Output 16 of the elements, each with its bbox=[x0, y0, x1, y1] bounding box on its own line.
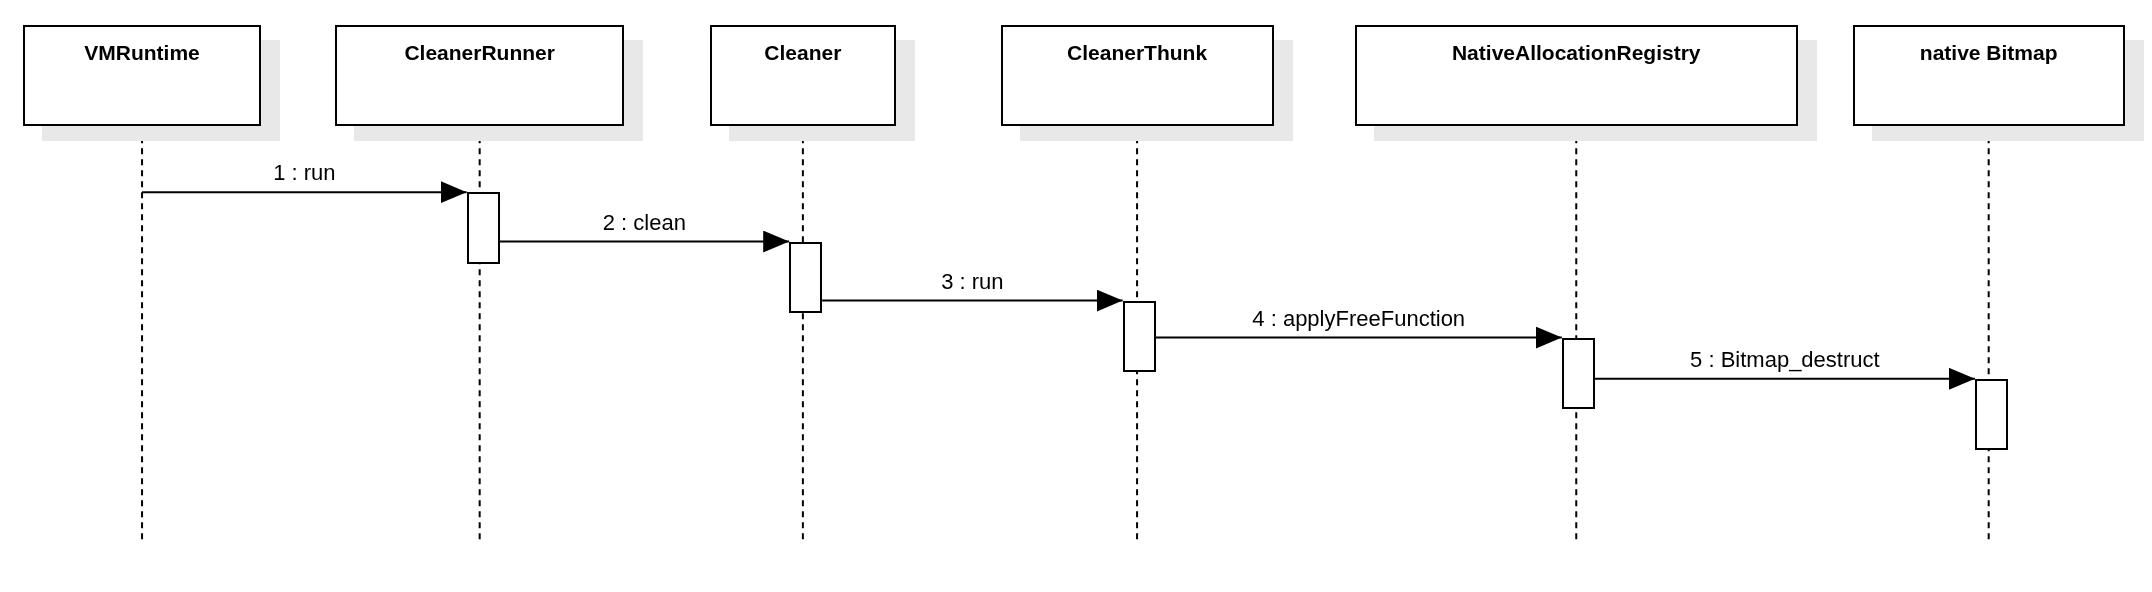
participant-name: CleanerThunk bbox=[1066, 40, 1209, 65]
message-arrow bbox=[498, 230, 791, 253]
participant-name: native Bitmap bbox=[1918, 40, 2059, 65]
message-arrow bbox=[821, 289, 1124, 312]
activation-bar bbox=[1974, 378, 2008, 451]
activation-bar bbox=[466, 192, 500, 264]
participant-name: CleanerRunner bbox=[403, 40, 556, 65]
message-arrow bbox=[1593, 367, 1976, 390]
message-arrow bbox=[141, 181, 468, 204]
message-arrow bbox=[1154, 326, 1563, 349]
participant-name: VMRuntime bbox=[83, 40, 201, 65]
activation-bar bbox=[1122, 300, 1156, 372]
participant-name: NativeAllocationRegistry bbox=[1450, 40, 1702, 65]
activation-bar bbox=[1561, 337, 1595, 409]
participant-name: Cleaner bbox=[763, 40, 843, 65]
activation-bar bbox=[789, 241, 823, 313]
